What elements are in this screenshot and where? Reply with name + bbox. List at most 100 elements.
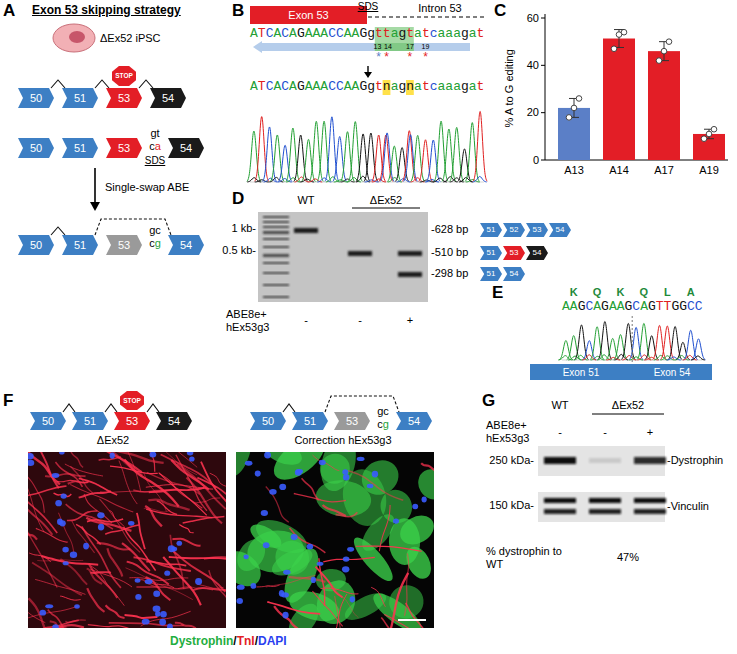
muscle-fiber (266, 575, 316, 587)
chromatogram-peak (348, 122, 362, 182)
band-size: -628 bp (431, 223, 468, 236)
base-letter: a (438, 26, 446, 41)
exon-number: Exon 51 (563, 367, 600, 378)
exon-box: 51 (72, 412, 108, 430)
exon-number: 54 (533, 249, 542, 258)
nucleus-dot (422, 497, 427, 503)
stop-sign: STOP (112, 66, 136, 86)
nucleus-dot (45, 604, 53, 608)
position-number: 17 (406, 43, 414, 51)
exon-box: 53 (106, 138, 142, 158)
exon-bar: Exon 53 (250, 6, 367, 24)
base-letter: A (570, 299, 578, 314)
nucleus-dot (295, 469, 302, 475)
lane-header: ΔEx52 (370, 194, 402, 207)
band-label: -Vinculin (667, 500, 709, 513)
ladder-band (263, 231, 289, 234)
blot-band (634, 498, 666, 503)
exon-number: 50 (30, 142, 42, 154)
nucleus-dot (317, 562, 324, 566)
exon-number: 53 (118, 142, 130, 154)
dna-sequence: ATCACAGAAACCAAGgtnagnatcaaagat (250, 80, 484, 95)
exon-box: 53 (106, 235, 142, 255)
shape-fill (526, 223, 548, 237)
gel-image (258, 212, 428, 302)
base-letter: C (281, 26, 289, 41)
arrow-shaft (367, 66, 368, 73)
shape-fill (250, 6, 367, 24)
base-letter: n (383, 79, 391, 94)
base-letter: a (453, 79, 461, 94)
nucleus-dot (236, 598, 243, 604)
base-letter: t (422, 79, 430, 94)
nucleus-dot (142, 619, 150, 625)
muscle-fiber (79, 491, 111, 497)
dystrophin-stain (337, 465, 391, 530)
blot-band (589, 498, 621, 503)
nucleus-dot (62, 547, 68, 553)
exon-number: 54 (168, 415, 180, 427)
nucleus-dot (342, 469, 348, 474)
base-letter: A (352, 79, 360, 94)
ladder-band (263, 246, 289, 248)
stain-wash (28, 452, 226, 628)
muscle-fiber (144, 508, 170, 512)
base-letter: A (320, 26, 328, 41)
base-letter: G (679, 299, 687, 314)
nucleus-dot (245, 461, 253, 466)
muscle-fiber (67, 511, 97, 521)
muscle-fiber (66, 504, 113, 529)
muscle-fiber (99, 499, 140, 552)
exon-bar: Exon 51 (530, 364, 632, 380)
base-letter: C (585, 299, 593, 314)
site-label: SDS (145, 155, 166, 167)
base-letter: g (398, 79, 406, 94)
condition-label: hEx53g3 (486, 432, 529, 445)
ladder-band (263, 272, 289, 274)
nucleus-dot (63, 561, 69, 565)
artwork-group (7, 14, 728, 654)
lane-sign: - (304, 314, 308, 327)
nucleus-dot (264, 452, 271, 458)
muscle-fiber (88, 625, 129, 628)
base-letter: n (406, 79, 414, 94)
exon-number: 53 (533, 226, 542, 235)
base-letter: A (562, 299, 570, 314)
shape-fill (18, 138, 54, 158)
base-letter: a (414, 26, 422, 41)
base-letter: t (383, 26, 391, 41)
chromatogram-peak (255, 117, 269, 182)
data-point (571, 105, 577, 111)
nucleus-dot (281, 592, 289, 597)
position-number: 19 (422, 43, 430, 51)
blot-band (589, 509, 621, 514)
muscle-fiber (197, 584, 223, 588)
exon-box: 54 (168, 235, 204, 255)
nucleus-dot (291, 534, 298, 540)
base-letter: G (671, 299, 679, 314)
edit-mark: * (384, 51, 389, 65)
base-letter: A (250, 79, 258, 94)
nucleus-dot (39, 610, 46, 616)
shape-fill (30, 412, 66, 430)
nucleus-dot (28, 453, 34, 460)
nucleus-dot (70, 552, 77, 559)
nucleus-dot (283, 570, 290, 575)
base-letter: C (328, 79, 336, 94)
splice-line (147, 404, 159, 412)
exon-number: 51 (84, 415, 96, 427)
exon-box: 54 (168, 138, 204, 158)
base-letter: t (477, 79, 485, 94)
base-letter: t (375, 79, 383, 94)
muscle-fiber (35, 579, 85, 594)
ladder-band (263, 226, 289, 228)
muscle-fiber (33, 452, 59, 488)
base-letter: a (445, 26, 453, 41)
muscle-fiber (266, 486, 289, 522)
nucleus-dot (261, 510, 268, 516)
exon-number: 51 (304, 415, 316, 427)
muscle-fiber (183, 517, 225, 523)
muscle-fiber (148, 500, 189, 510)
lane-sign: - (558, 426, 562, 439)
chromatogram-peak (473, 176, 487, 181)
